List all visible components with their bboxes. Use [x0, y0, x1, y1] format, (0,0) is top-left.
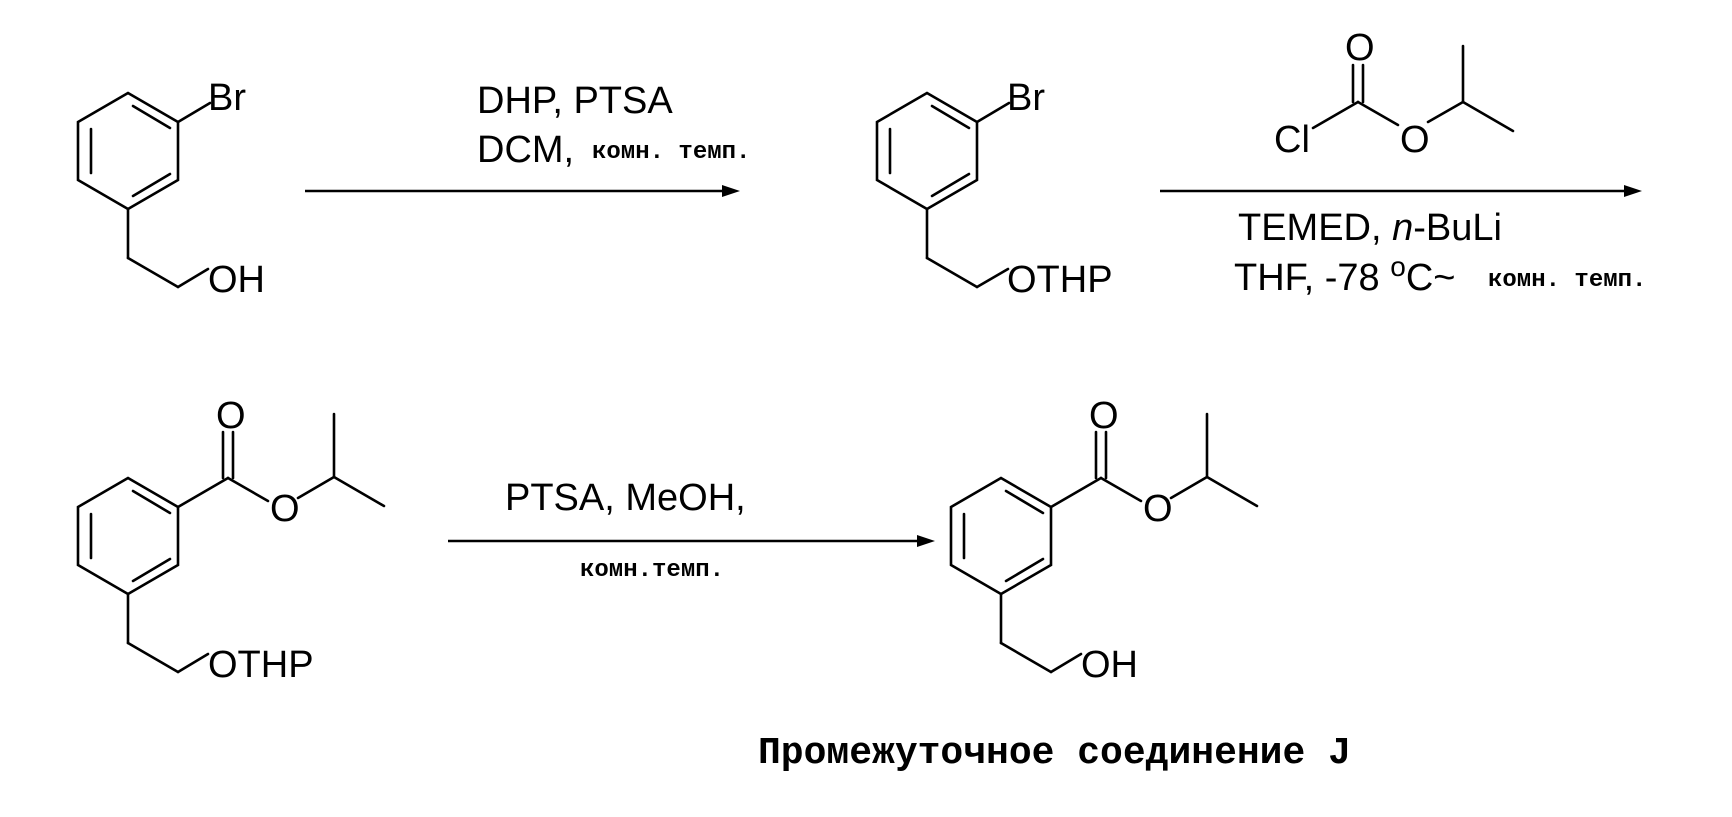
- step2-line1: TEMED, n-BuLi: [1238, 207, 1502, 249]
- reaction-arrow-1: [305, 185, 740, 197]
- mol1-oh-label: OH: [208, 259, 265, 301]
- step2-line1-prefix: TEMED,: [1238, 207, 1392, 249]
- mol1-br-label: Br: [208, 77, 246, 119]
- reaction-arrow-2: [1160, 185, 1642, 197]
- molecule-2-structure: Br OTHP: [875, 77, 1113, 301]
- intermediate-caption: Промежуточное соединение J: [758, 732, 1351, 775]
- step2-line2-prefix: THF, -78: [1234, 257, 1390, 299]
- mol4-o-label: O: [1089, 395, 1119, 437]
- step2-line1-suffix: -BuLi: [1413, 207, 1502, 249]
- mol3-o2-label: O: [270, 488, 300, 530]
- step1-line2-prefix: DCM,: [477, 129, 574, 171]
- step2-line2-mid: C~: [1406, 257, 1456, 299]
- molecule-4-structure: O O OH: [949, 395, 1259, 686]
- step1-line1: DHP, PTSA: [477, 80, 673, 122]
- mol4-o2-label: O: [1143, 488, 1173, 530]
- molecule-1-structure: Br OH: [76, 77, 265, 301]
- mol2-othp-label: OTHP: [1007, 259, 1113, 301]
- reagent-cl-label: Cl: [1274, 119, 1310, 161]
- mol4-oh-label: OH: [1081, 644, 1138, 686]
- step2-conditions: TEMED, n-BuLi THF, -78 oC~ комн. темп.: [1234, 207, 1646, 299]
- step2-line1-italic: n: [1392, 207, 1413, 249]
- step2-line2-suffix: комн. темп.: [1488, 267, 1646, 294]
- step2-degree: o: [1390, 251, 1406, 282]
- molecule-3-structure: O O OTHP: [76, 395, 386, 686]
- mol2-br-label: Br: [1007, 77, 1045, 119]
- reaction-arrow-3: [448, 535, 935, 547]
- step1-line2-suffix: комн. темп.: [592, 139, 750, 166]
- reagent-structure: O Cl O: [1274, 27, 1515, 161]
- mol3-o-label: O: [216, 395, 246, 437]
- step1-conditions: DHP, PTSA DCM, комн. темп.: [477, 80, 750, 171]
- step3-conditions: PTSA, MeOH, комн.темп.: [505, 477, 746, 584]
- step2-line2: THF, -78 oC~: [1234, 251, 1455, 299]
- mol3-othp-label: OTHP: [208, 644, 314, 686]
- step3-line2: комн.темп.: [580, 557, 724, 584]
- reagent-o-label: O: [1345, 27, 1375, 69]
- reagent-o2-label: O: [1400, 119, 1430, 161]
- step3-line1: PTSA, MeOH,: [505, 477, 746, 519]
